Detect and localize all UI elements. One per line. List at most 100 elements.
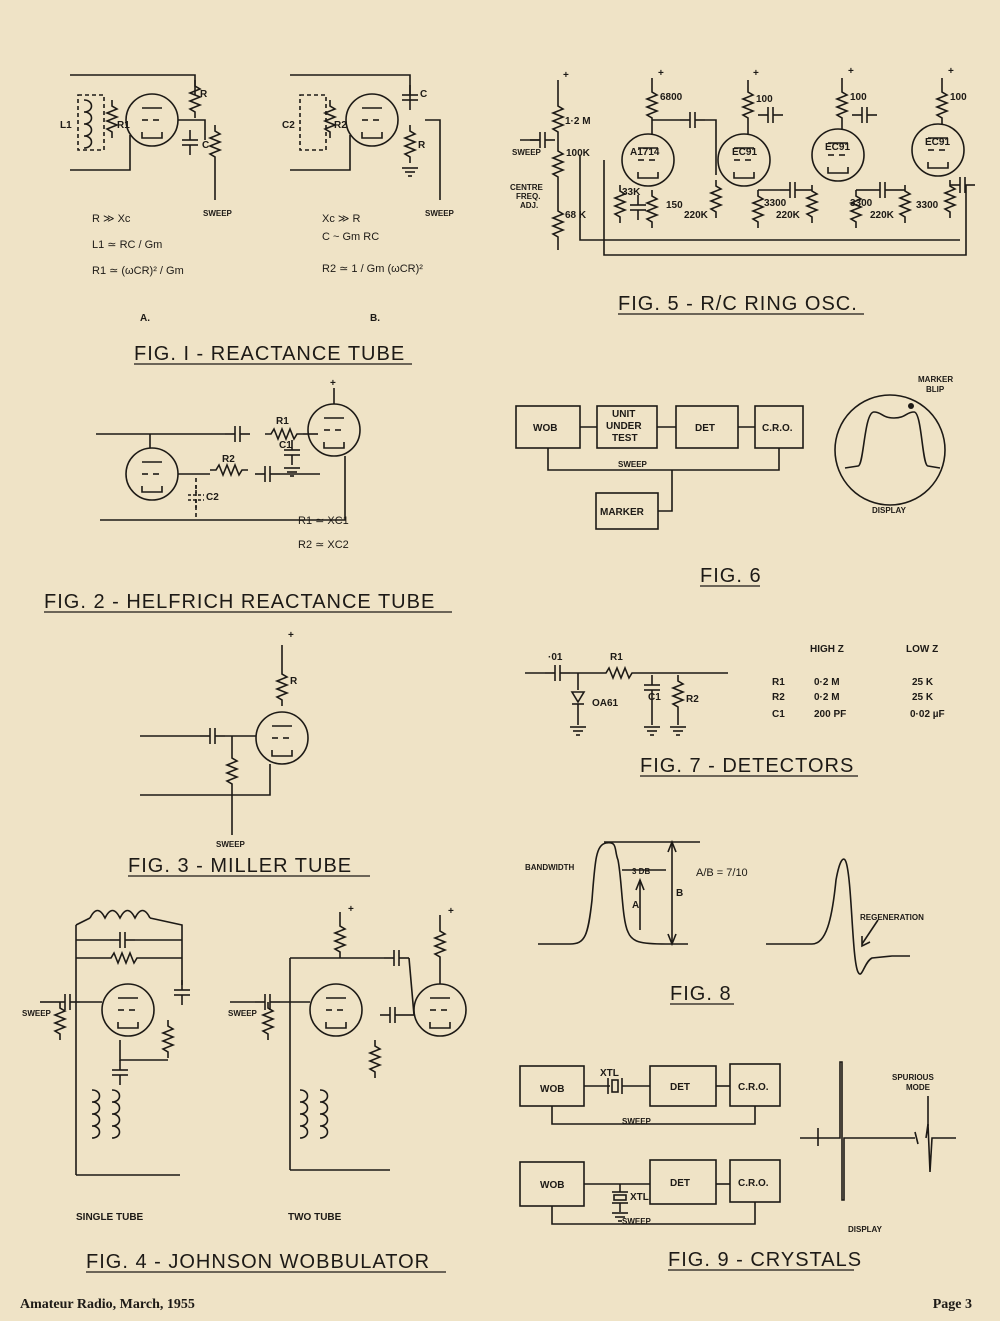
fig9-sweep-2: SWEEP — [622, 1217, 652, 1226]
fig8-curves — [538, 839, 910, 975]
caption-underlines — [44, 313, 864, 1273]
fig6-unit-1: UNIT — [612, 409, 635, 420]
fig9-xtl-1: XTL — [600, 1068, 619, 1079]
fig5-r100-b: 100 — [850, 92, 867, 103]
fig7-schematic — [525, 664, 728, 736]
svg-text:R: R — [418, 140, 426, 151]
fig4-two-tube: TWO TUBE — [288, 1212, 342, 1223]
fig4-single-tube: SINGLE TUBE — [76, 1212, 144, 1223]
fig7-table-cell: 0·02 µF — [910, 709, 945, 720]
fig5-r150: 150 — [666, 200, 683, 211]
fig4-plus-a: + — [348, 904, 354, 915]
fig7-diode: OA61 — [592, 698, 619, 709]
fig8-a: A — [632, 900, 639, 911]
fig1-caption: FIG. I - REACTANCE TUBE — [134, 343, 405, 365]
fig3-schematic — [140, 645, 309, 835]
fig5-r220k-c: 220K — [870, 210, 895, 221]
fig6-display: DISPLAY — [872, 506, 907, 515]
fig5-plus-2: + — [658, 68, 664, 79]
fig6-wob: WOB — [533, 423, 557, 434]
fig1-label-c2: C2 — [282, 120, 295, 131]
fig5-r3300-c: 3300 — [916, 200, 939, 211]
fig1-label-r1: R1 — [117, 120, 130, 131]
fig5-r220k-b: 220K — [776, 210, 801, 221]
svg-text:C: C — [420, 89, 427, 100]
fig9-det-2: DET — [670, 1178, 690, 1189]
fig4-plus-b: + — [448, 906, 454, 917]
fig5-caption: FIG. 5 - R/C RING OSC. — [618, 293, 858, 315]
fig5-tube-1: A1714 — [630, 147, 660, 158]
fig6-caption: FIG. 6 — [700, 565, 762, 587]
fig2-plus: + — [330, 378, 336, 389]
fig5-plus-5: + — [948, 66, 954, 77]
fig7-table-header-high: HIGH Z — [810, 644, 844, 655]
fig9-xtl-2: XTL — [630, 1192, 649, 1203]
fig7-table-cell: R1 — [772, 677, 785, 688]
fig1-sub-b: B. — [370, 313, 380, 324]
fig7-table-cell: C1 — [772, 709, 785, 720]
fig2-label-r1: R1 — [276, 416, 289, 427]
fig6-unit-3: TEST — [612, 433, 638, 444]
fig4-sweep-a: SWEEP — [22, 1009, 52, 1018]
fig7-table-cell: 25 K — [912, 692, 934, 703]
fig8-caption: FIG. 8 — [670, 983, 732, 1005]
fig6-blip-2: BLIP — [926, 385, 945, 394]
fig6-marker-dot — [908, 403, 914, 409]
fig1-sweep-a: SWEEP — [203, 209, 233, 218]
fig6-blocks — [515, 394, 946, 530]
fig8-db: 3 DB — [632, 867, 650, 876]
fig5-r3300-a: 3300 — [764, 198, 787, 209]
fig6-det: DET — [695, 423, 715, 434]
fig4-sweep-b: SWEEP — [228, 1009, 258, 1018]
fig7-r1: R1 — [610, 652, 623, 663]
fig1-label-c: C — [202, 140, 209, 151]
fig9-cro-1: C.R.O. — [738, 1082, 769, 1093]
fig2-eq-1: R1 ≃ XC1 — [298, 515, 349, 527]
fig9-sweep-1: SWEEP — [622, 1117, 652, 1126]
fig7-table-header-low: LOW Z — [906, 644, 938, 655]
fig8-regen: REGENERATION — [860, 913, 924, 922]
fig3-plus: + — [288, 630, 294, 641]
fig2-schematic — [96, 388, 361, 521]
fig5-tube-3: EC91 — [825, 142, 850, 153]
fig1-sub-a: A. — [140, 313, 150, 324]
fig1-eq-b-1: Xc ≫ R — [322, 213, 360, 225]
fig7-table-cell: R2 — [772, 692, 785, 703]
fig5-plus-1: + — [563, 70, 569, 81]
fig7-caption: FIG. 7 - DETECTORS — [640, 755, 854, 777]
fig2-label-c1: C1 — [279, 440, 292, 451]
fig4-schematic — [40, 909, 467, 1176]
fig1-eq-a-3: R1 ≃ (ωCR)² / Gm — [92, 265, 184, 277]
fig2-label-r2: R2 — [222, 454, 235, 465]
fig5-r12m: 1·2 M — [565, 116, 591, 127]
fig9-spurious-2: MODE — [906, 1083, 931, 1092]
footer-page-number: Page 3 — [932, 1297, 972, 1312]
fig5-r220k-a: 220K — [684, 210, 709, 221]
fig5-r100k: 100K — [566, 148, 591, 159]
fig1-label-l1: L1 — [60, 120, 72, 131]
fig5-centre-3: ADJ. — [520, 201, 538, 210]
fig3-sweep: SWEEP — [216, 840, 246, 849]
fig1-eq-b-2: C ~ Gm RC — [322, 231, 379, 243]
fig7-r2: R2 — [686, 694, 699, 705]
fig6-blip-1: MARKER — [918, 375, 953, 384]
fig8-bandwidth: BANDWIDTH — [525, 863, 575, 872]
fig5-r68k: 68 K — [565, 210, 587, 221]
fig7-c01: ·01 — [548, 652, 563, 663]
fig8-ratio: A/B = 7/10 — [696, 867, 748, 879]
fig7-table: HIGH Z LOW Z R1 0·2 M 25 K R2 0·2 M 25 K… — [772, 644, 945, 720]
fig5-centre-2: FREQ. — [516, 192, 540, 201]
fig2-label-c2: C2 — [206, 492, 219, 503]
fig9-wob-1: WOB — [540, 1084, 564, 1095]
fig6-unit-2: UNDER — [606, 421, 642, 432]
fig3-label-r: R — [290, 676, 298, 687]
fig5-plus-4: + — [848, 66, 854, 77]
fig2-eq-2: R2 ≃ XC2 — [298, 539, 349, 551]
fig6-marker: MARKER — [600, 507, 645, 518]
fig1-eq-a-2: L1 ≃ RC / Gm — [92, 239, 162, 251]
fig9-spurious-1: SPURIOUS — [892, 1073, 934, 1082]
fig8-b: B — [676, 888, 683, 899]
fig1-eq-a-1: R ≫ Xc — [92, 213, 131, 225]
